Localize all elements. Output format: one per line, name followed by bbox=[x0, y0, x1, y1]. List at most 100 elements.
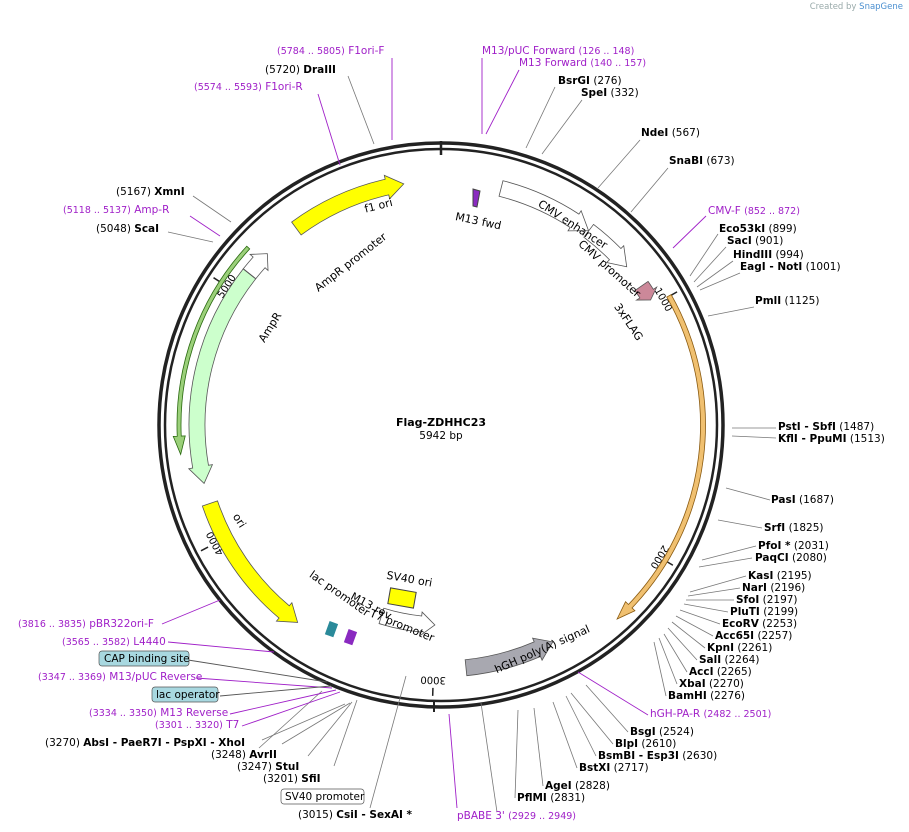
primer-leader-line bbox=[317, 93, 341, 166]
site-coord: (2831) bbox=[550, 792, 585, 804]
tick-label: 3000 bbox=[420, 673, 446, 685]
site-coord: (5167) bbox=[116, 186, 151, 198]
site-name: NdeI bbox=[641, 127, 668, 139]
orf-arrow bbox=[616, 294, 706, 620]
site-leader-line bbox=[698, 557, 753, 568]
feature-label: AmpR promoter bbox=[312, 230, 389, 294]
sv40-promoter-box bbox=[280, 788, 365, 805]
site-leader-line bbox=[261, 703, 346, 741]
site-leader-line bbox=[570, 692, 614, 745]
m13-rev-mark bbox=[343, 629, 358, 646]
svg-text:KasI (2195): KasI (2195) bbox=[748, 570, 812, 582]
site-name: NarI bbox=[742, 582, 767, 594]
svg-text:SrfI (1825): SrfI (1825) bbox=[764, 522, 823, 534]
site-leader-line bbox=[693, 246, 727, 283]
primer-leader-line bbox=[161, 599, 221, 625]
tick-mark bbox=[200, 546, 209, 552]
site-name: KpnI bbox=[707, 642, 734, 654]
site-name: Acc65I bbox=[715, 630, 754, 642]
svg-text:PaqCI (2080): PaqCI (2080) bbox=[755, 552, 827, 564]
plasmid-length: 5942 bp bbox=[419, 430, 463, 442]
site-name: SexAI * bbox=[369, 809, 412, 821]
site-coord: (2199) bbox=[763, 606, 798, 618]
svg-text:CMV-F (852 .. 872): CMV-F (852 .. 872) bbox=[708, 205, 800, 217]
feature-arrows bbox=[172, 174, 706, 677]
svg-text:BlpI (2610): BlpI (2610) bbox=[615, 738, 676, 750]
site-name: PasI bbox=[771, 494, 796, 506]
feature-arrow-cmv-promoter bbox=[583, 223, 628, 268]
lac-operator-box bbox=[151, 686, 219, 703]
svg-text:BsgI (2524): BsgI (2524) bbox=[630, 726, 694, 738]
primer-name: Amp-R bbox=[134, 204, 169, 216]
site-leader-line bbox=[307, 701, 353, 757]
site-name: SpeI bbox=[581, 87, 607, 99]
site-coord: (2717) bbox=[614, 762, 649, 774]
site-coord: (2257) bbox=[757, 630, 792, 642]
primer-leader-line bbox=[195, 677, 333, 689]
site-coord: (2261) bbox=[737, 642, 772, 654]
site-leader-line bbox=[514, 709, 519, 799]
site-leader-line bbox=[167, 231, 214, 243]
site-name: KflI bbox=[778, 433, 798, 445]
svg-text:KpnI (2261): KpnI (2261) bbox=[707, 642, 772, 654]
svg-text:PasI (1687): PasI (1687) bbox=[771, 494, 834, 506]
svg-text:(3248) AvrII: (3248) AvrII bbox=[211, 749, 277, 761]
site-leader-line bbox=[658, 637, 678, 685]
svg-text:(5167) XmnI: (5167) XmnI bbox=[116, 186, 185, 198]
site-coord: (2195) bbox=[777, 570, 812, 582]
site-name: PluTI bbox=[730, 606, 760, 618]
feature-arrow-3xflag bbox=[634, 280, 658, 301]
site-coord: (1001) bbox=[806, 261, 841, 273]
svg-text:NarI (2196): NarI (2196) bbox=[742, 582, 805, 594]
feature-arrow-ampr-promoter bbox=[242, 253, 269, 280]
svg-text:pBABE 3' (2929 .. 2949): pBABE 3' (2929 .. 2949) bbox=[457, 810, 576, 822]
site-name: PaeR7I bbox=[121, 737, 162, 749]
plasmid-name: Flag-ZDHHC23 bbox=[396, 416, 486, 429]
site-leader-line bbox=[533, 707, 544, 787]
site-leader-line bbox=[565, 695, 597, 757]
primer-coord: (852 .. 872) bbox=[744, 206, 800, 217]
site-coord: (1687) bbox=[799, 494, 834, 506]
site-name: AvrII bbox=[249, 749, 277, 761]
primer-name: F1ori-R bbox=[265, 81, 302, 93]
site-leader-line bbox=[707, 306, 755, 317]
primer-name: T7 bbox=[225, 719, 239, 731]
svg-text:SacI (901): SacI (901) bbox=[727, 235, 783, 247]
site-leader-line bbox=[525, 86, 556, 149]
svg-text:NdeI (567): NdeI (567) bbox=[641, 127, 700, 139]
boxed-labels: CAP binding site lac operator SV40 promo… bbox=[98, 650, 365, 805]
svg-text:PmlI (1125): PmlI (1125) bbox=[755, 295, 819, 307]
svg-text:AgeI (2828): AgeI (2828) bbox=[545, 780, 610, 792]
site-leader-line bbox=[663, 633, 688, 673]
svg-text:(3565 .. 3582) L4440: (3565 .. 3582) L4440 bbox=[62, 636, 166, 648]
site-leader-line bbox=[687, 587, 741, 597]
site-name: BamHI bbox=[668, 690, 707, 702]
site-name: AbsI bbox=[83, 737, 109, 749]
feature-label: M13 fwd bbox=[454, 210, 502, 232]
site-coord: (3270) bbox=[45, 737, 80, 749]
primer-coord: (3301 .. 3320) bbox=[155, 720, 223, 731]
site-name: PstI bbox=[778, 421, 801, 433]
site-leader-line bbox=[480, 702, 498, 813]
feature-arrow-ampr bbox=[187, 268, 257, 485]
site-coord: (567) bbox=[672, 127, 700, 139]
svg-text:(3334 .. 3350) M13 Reverse: (3334 .. 3350) M13 Reverse bbox=[89, 707, 228, 719]
site-coord: (2264) bbox=[725, 654, 760, 666]
site-leader-line bbox=[699, 272, 741, 291]
svg-text:(3201) SfiI: (3201) SfiI bbox=[263, 773, 321, 785]
site-name: XhoI bbox=[218, 737, 245, 749]
site-name: NotI bbox=[777, 261, 802, 273]
feature-label: SV40 ori bbox=[385, 569, 433, 590]
site-leader-line bbox=[667, 627, 698, 661]
site-leader-line bbox=[258, 690, 323, 749]
primer-name: M13/pUC Reverse bbox=[109, 671, 202, 683]
svg-text:hGH-PA-R (2482 .. 2501): hGH-PA-R (2482 .. 2501) bbox=[650, 708, 771, 720]
site-leader-line bbox=[671, 621, 706, 649]
svg-text:SalI (2264): SalI (2264) bbox=[699, 654, 759, 666]
site-name: CsiI bbox=[336, 809, 357, 821]
site-leader-line bbox=[585, 684, 629, 733]
primer-coord: (5118 .. 5137) bbox=[63, 205, 131, 216]
site-name: SrfI bbox=[764, 522, 785, 534]
